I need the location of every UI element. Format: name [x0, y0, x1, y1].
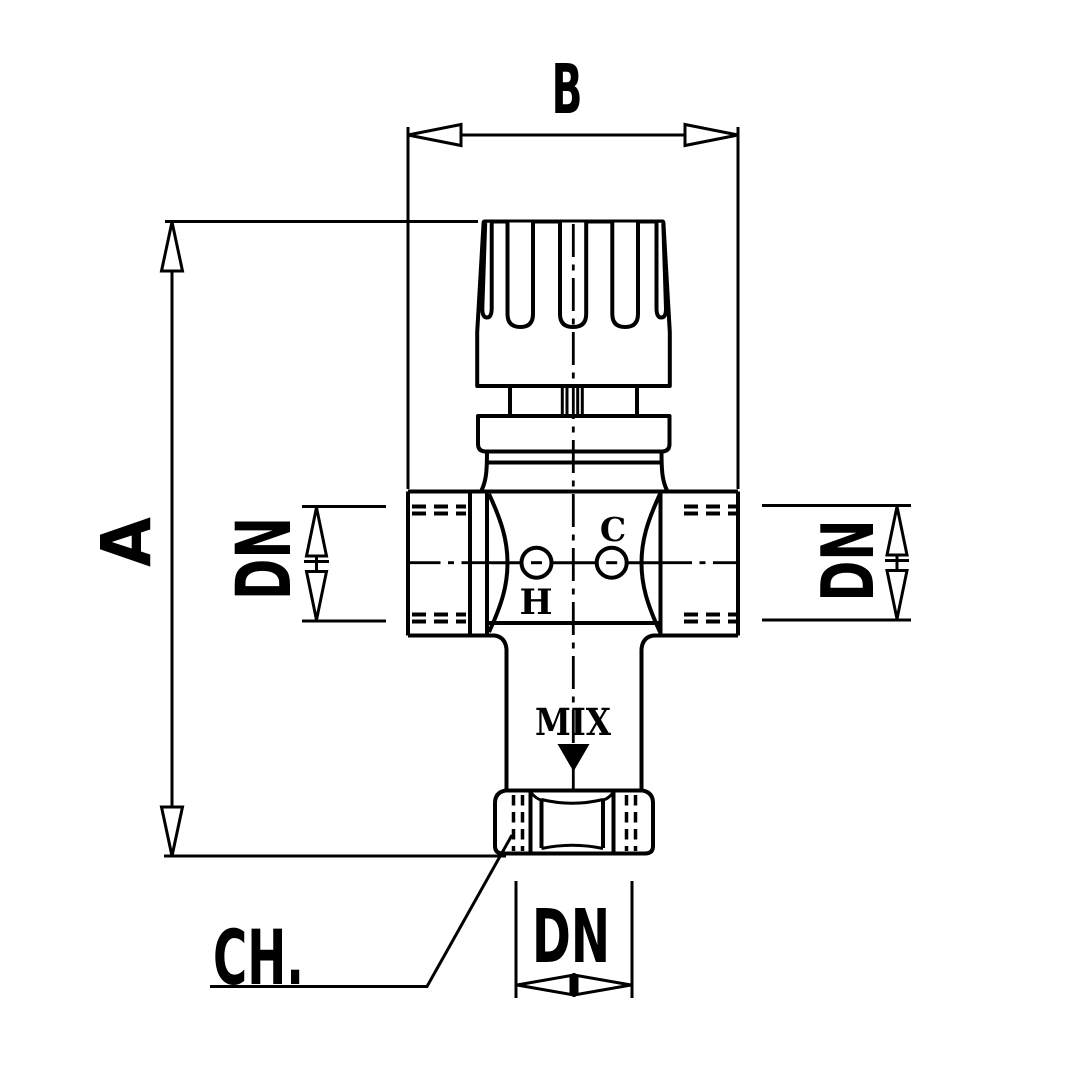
dimension-dn-right: DN	[762, 504, 911, 622]
bonnet-side	[479, 451, 489, 492]
outlet-nut	[493, 788, 655, 856]
nut-chamfer-arc	[602, 791, 615, 802]
dn-right-label: DN	[806, 520, 890, 602]
arrow-up-icon	[885, 506, 909, 557]
inlet-markers	[519, 545, 629, 580]
body-bottom-left	[408, 633, 509, 790]
valve-neck	[508, 386, 639, 416]
knob-groove	[480, 222, 494, 320]
arrow-down-icon	[159, 805, 185, 857]
ch-leader-line	[210, 834, 514, 988]
dimension-b: B	[406, 50, 740, 489]
nut-chamfer-arc	[541, 843, 604, 850]
arrow-up-icon	[304, 507, 329, 558]
ch-callout: CH.	[210, 834, 514, 1002]
mix-flow-arrow-icon	[557, 744, 590, 772]
arrow-right-icon	[575, 973, 632, 997]
knob-groove	[610, 222, 640, 329]
dn-left-label: DN	[219, 517, 308, 600]
mix-label: MIX	[535, 700, 611, 744]
hot-label: H	[519, 582, 552, 623]
flow-labels: MIX H C	[519, 510, 626, 744]
nut-chamfer-arc	[541, 798, 604, 805]
dimension-a: A	[87, 220, 506, 858]
arrow-right-icon	[683, 122, 739, 148]
valve-bonnet	[476, 414, 672, 492]
ch-label: CH.	[213, 913, 304, 1002]
arrow-left-icon	[407, 122, 463, 148]
dimension-dn-bottom: DN	[514, 881, 634, 998]
body-bottom-right	[639, 633, 738, 790]
knob-groove	[654, 222, 668, 320]
bonnet-side	[659, 451, 669, 492]
arrow-left-icon	[516, 973, 573, 997]
flange-outline	[476, 414, 672, 454]
nut-chamfer-arc	[529, 791, 542, 802]
knob-groove	[558, 222, 589, 329]
dimension-dn-left: DN	[219, 505, 386, 623]
arrow-up-icon	[159, 221, 185, 273]
arrow-down-icon	[304, 570, 329, 621]
cold-label: C	[600, 510, 626, 549]
dim-b-label: B	[552, 50, 583, 130]
arrow-down-icon	[885, 569, 909, 620]
dim-a-label: A	[87, 516, 167, 567]
knob-groove	[505, 222, 535, 329]
dn-bottom-label: DN	[532, 894, 610, 980]
